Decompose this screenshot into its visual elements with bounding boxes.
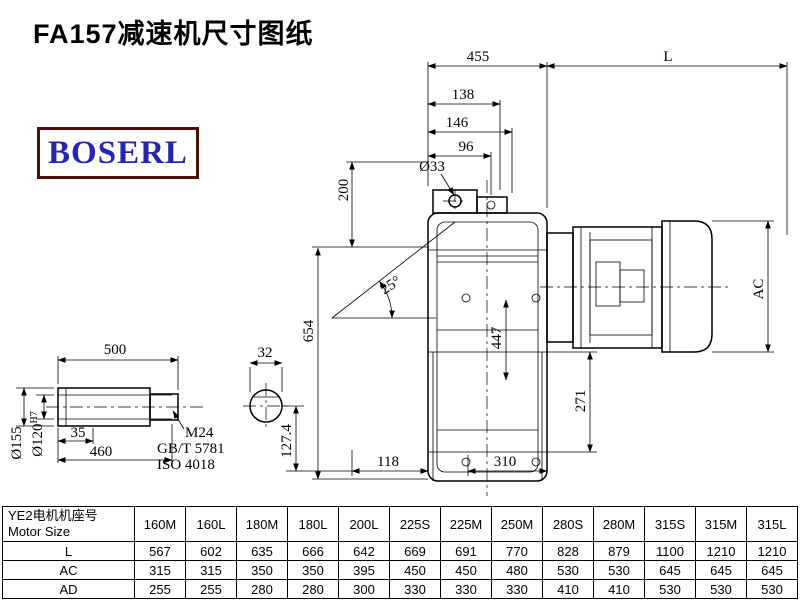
- label-iso4018: ISO 4018: [157, 457, 215, 473]
- boserl-logo: BOSERL: [37, 127, 199, 179]
- dim-25deg: 25°: [378, 273, 404, 298]
- dimension-labels: 455 L 138 146 96 Ø33 200 25° 654 447 AC …: [9, 49, 767, 473]
- table-cell: 410: [542, 579, 594, 599]
- table-cell: 828: [542, 541, 594, 561]
- table-cell: 879: [593, 541, 645, 561]
- row-label-AD: AD: [2, 579, 135, 599]
- table-row-AC: AC 315 315 350 350 395 450 450 480 530 5…: [2, 560, 798, 580]
- dim-127-4: 127.4: [279, 424, 295, 458]
- table-row-AD: AD 255 255 280 280 300 330 330 330 410 4…: [2, 579, 798, 599]
- main-view: [427, 180, 730, 496]
- col-header-225S: 225S: [389, 506, 441, 542]
- col-header-225M: 225M: [440, 506, 492, 542]
- table-cell: 642: [338, 541, 390, 561]
- table-cell: 450: [440, 560, 492, 580]
- dim-310: 310: [494, 454, 517, 470]
- dim-AC: AC: [751, 279, 767, 300]
- dim-200: 200: [336, 179, 352, 202]
- table-cell: 280: [236, 579, 288, 599]
- technical-drawing: 455 L 138 146 96 Ø33 200 25° 654 447 AC …: [9, 49, 788, 496]
- dim-L: L: [663, 49, 672, 65]
- motor-size-table: YE2电机机座号 Motor Size 160M 160L 180M 180L …: [2, 506, 798, 599]
- table-cell: 330: [491, 579, 543, 599]
- shaft-side-view: [16, 356, 206, 463]
- dim-96: 96: [459, 139, 475, 155]
- dim-500: 500: [104, 342, 127, 358]
- col-header-250M: 250M: [491, 506, 543, 542]
- table-cell: 280: [287, 579, 339, 599]
- dim-dia155: Ø155: [9, 426, 25, 459]
- table-cell: 530: [644, 579, 696, 599]
- col-header-160L: 160L: [185, 506, 237, 542]
- col-header-280S: 280S: [542, 506, 594, 542]
- col-header-315L: 315L: [746, 506, 798, 542]
- dim-447: 447: [489, 326, 505, 349]
- table-cell: 669: [389, 541, 441, 561]
- dim-654: 654: [301, 319, 317, 342]
- table-cell: 666: [287, 541, 339, 561]
- table-cell: 602: [185, 541, 237, 561]
- dim-35: 35: [71, 425, 86, 441]
- col-header-160M: 160M: [134, 506, 186, 542]
- table-cell: 315: [185, 560, 237, 580]
- table-cell: 1100: [644, 541, 696, 561]
- table-cell: 530: [593, 560, 645, 580]
- motor-size-label-cn: YE2电机机座号: [8, 508, 98, 523]
- dim-455: 455: [467, 49, 490, 65]
- table-cell: 480: [491, 560, 543, 580]
- col-header-315S: 315S: [644, 506, 696, 542]
- table-cell: 350: [287, 560, 339, 580]
- table-cell: 567: [134, 541, 186, 561]
- col-header-180L: 180L: [287, 506, 339, 542]
- table-cell: 330: [389, 579, 441, 599]
- motor-size-label-en: Motor Size: [8, 524, 71, 539]
- table-cell: 395: [338, 560, 390, 580]
- dim-460: 460: [90, 444, 113, 460]
- col-header-280M: 280M: [593, 506, 645, 542]
- table-cell: 645: [746, 560, 798, 580]
- table-cell: 1210: [695, 541, 747, 561]
- table-header-motor-size: YE2电机机座号 Motor Size: [2, 506, 135, 542]
- row-label-AC: AC: [2, 560, 135, 580]
- table-header-row: YE2电机机座号 Motor Size 160M 160L 180M 180L …: [2, 506, 798, 542]
- label-m24: M24: [185, 425, 214, 441]
- table-cell: 300: [338, 579, 390, 599]
- table-cell: 530: [542, 560, 594, 580]
- dim-32: 32: [258, 345, 273, 361]
- col-header-180M: 180M: [236, 506, 288, 542]
- page-title: FA157减速机尺寸图纸: [33, 19, 314, 49]
- table-cell: 645: [695, 560, 747, 580]
- col-header-200L: 200L: [338, 506, 390, 542]
- table-cell: 255: [185, 579, 237, 599]
- main-dimensions: [312, 62, 788, 480]
- shaft-end-view: [243, 360, 356, 472]
- dim-dia33: Ø33: [419, 159, 445, 175]
- table-cell: 255: [134, 579, 186, 599]
- dim-118: 118: [377, 454, 399, 470]
- boserl-logo-text: BOSERL: [48, 134, 188, 171]
- table-row-L: L 567 602 635 666 642 669 691 770 828 87…: [2, 541, 798, 561]
- dim-146: 146: [446, 115, 469, 131]
- table-cell: 1210: [746, 541, 798, 561]
- table-cell: 330: [440, 579, 492, 599]
- label-gbt5781: GB/T 5781: [157, 441, 225, 457]
- table-cell: 450: [389, 560, 441, 580]
- table-cell: 635: [236, 541, 288, 561]
- table-cell: 315: [134, 560, 186, 580]
- dim-138: 138: [452, 87, 475, 103]
- table-cell: 350: [236, 560, 288, 580]
- table-cell: 530: [746, 579, 798, 599]
- table-cell: 530: [695, 579, 747, 599]
- col-header-315M: 315M: [695, 506, 747, 542]
- dim-dia120h7: Ø120H7: [29, 411, 46, 457]
- row-label-L: L: [2, 541, 135, 561]
- table-cell: 691: [440, 541, 492, 561]
- table-cell: 645: [644, 560, 696, 580]
- table-cell: 410: [593, 579, 645, 599]
- dim-271: 271: [573, 390, 589, 413]
- table-cell: 770: [491, 541, 543, 561]
